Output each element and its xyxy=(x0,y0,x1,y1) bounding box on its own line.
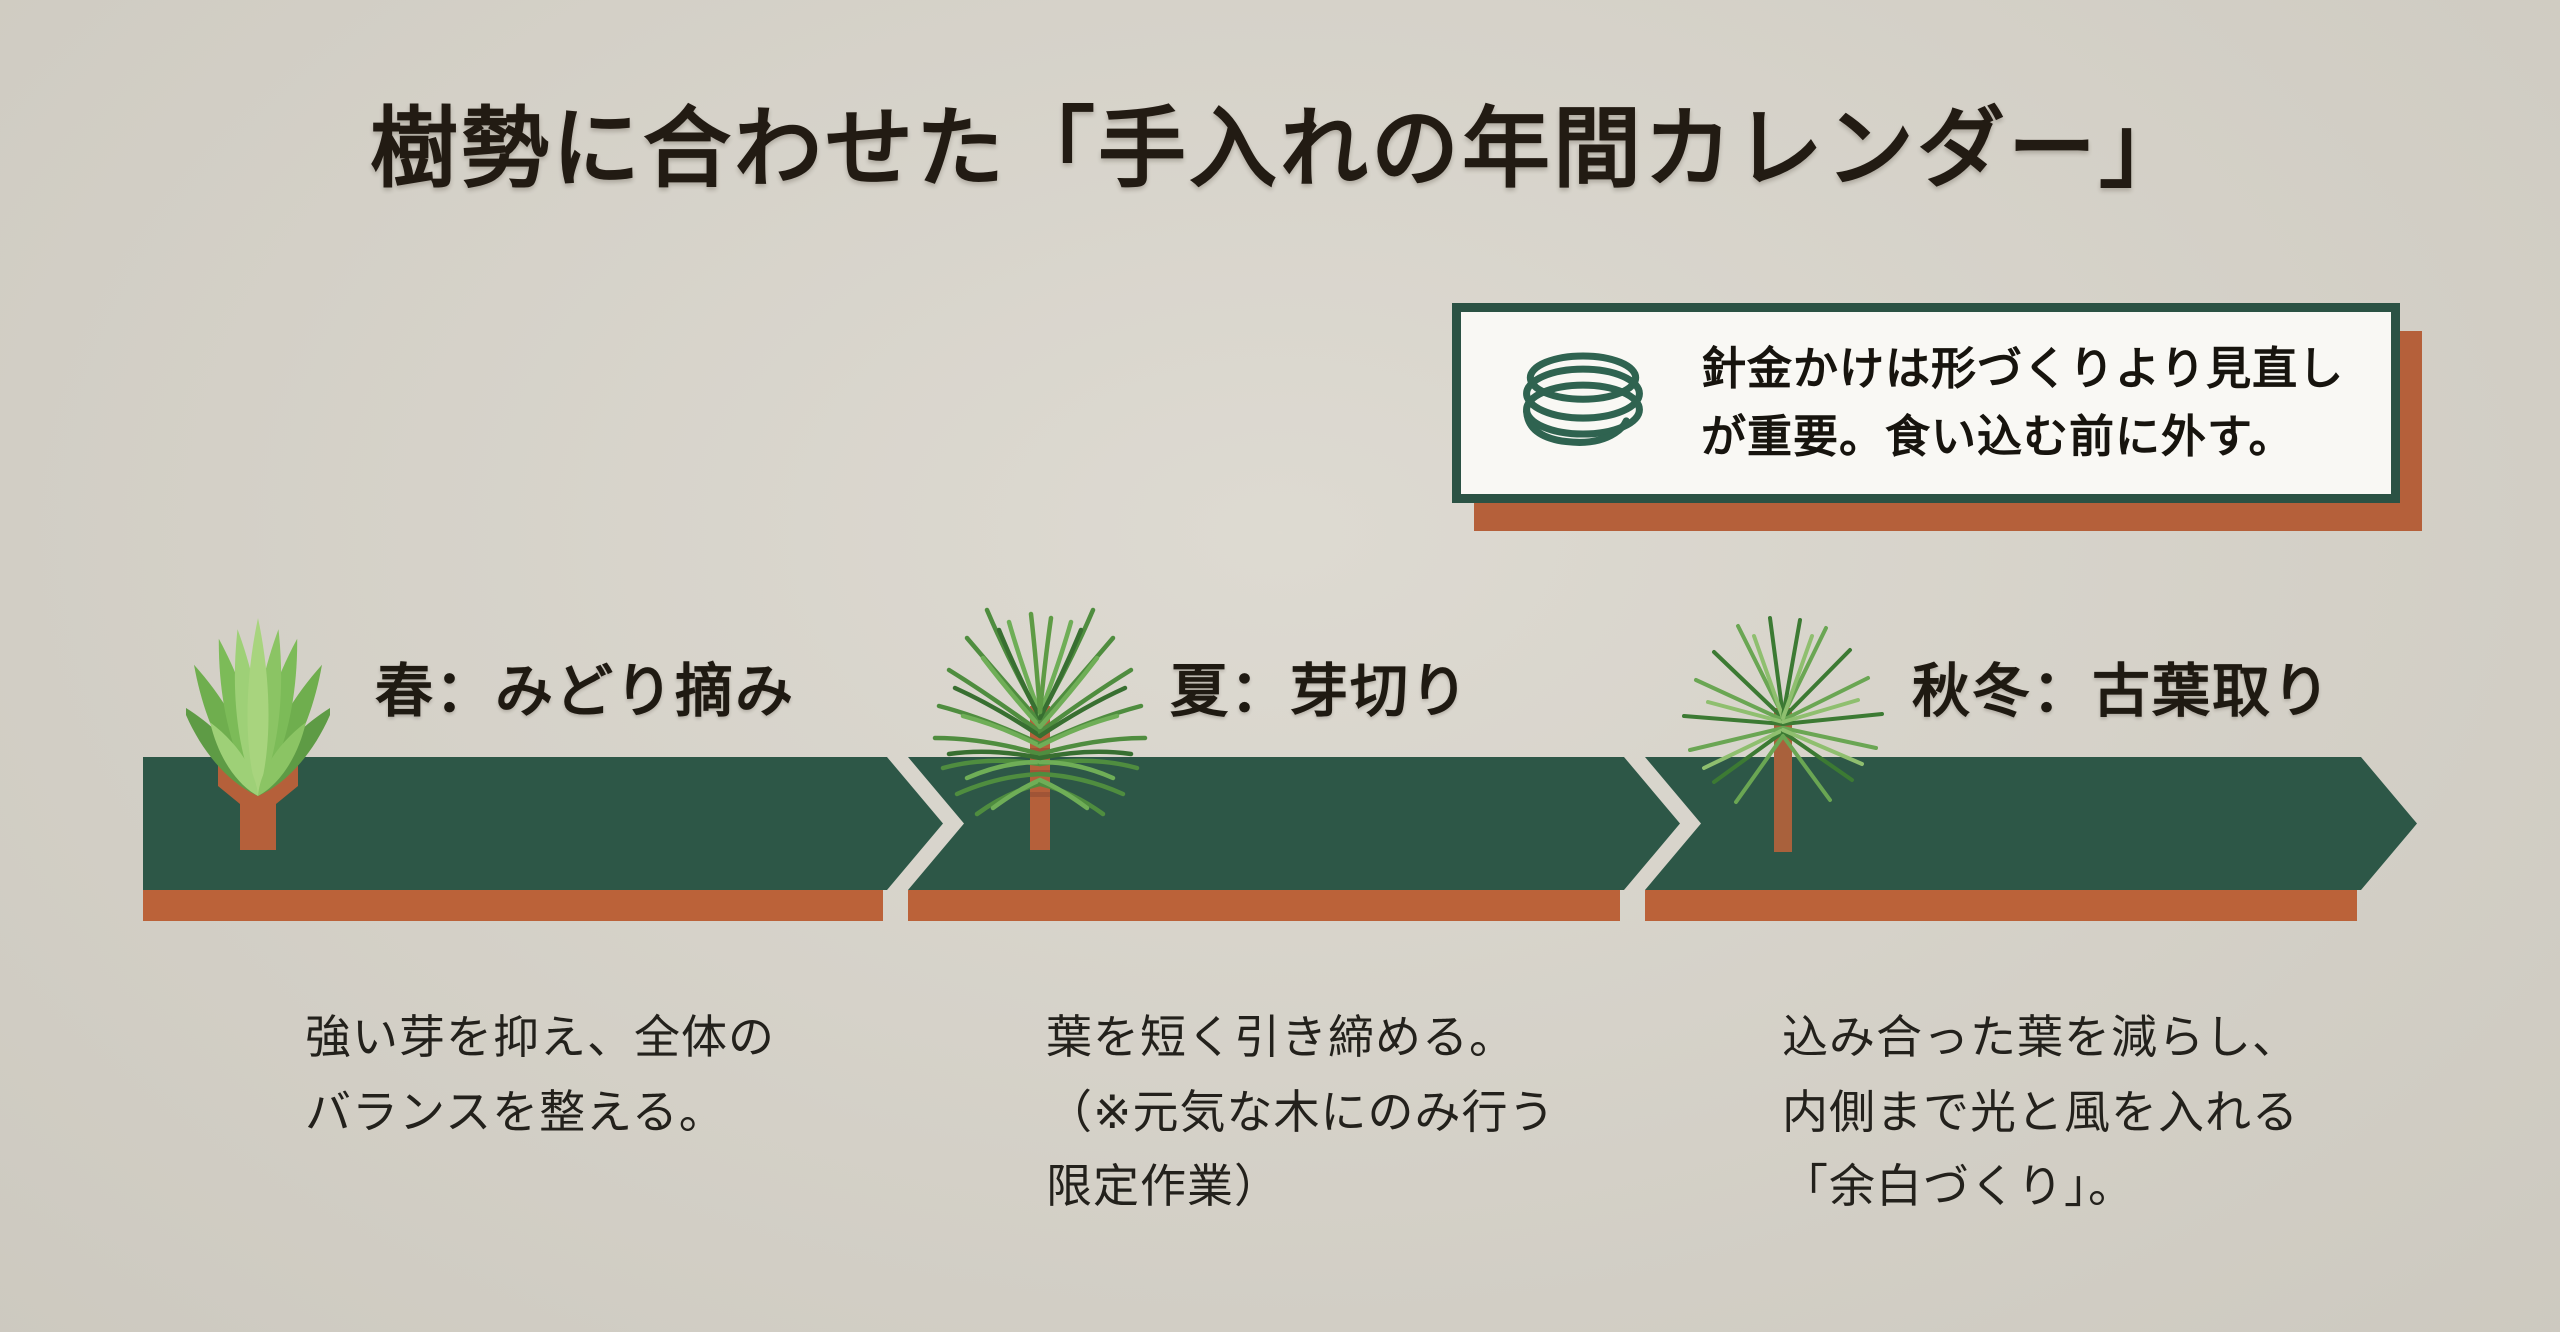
autumn-winter-sparse-pine-icon xyxy=(1682,616,1884,852)
summer-dense-pine-icon xyxy=(932,607,1148,850)
earth-strip-summer xyxy=(908,890,1620,921)
earth-strip-spring xyxy=(143,890,883,921)
page-title: 樹勢に合わせた「手入れの年間カレンダー」 xyxy=(369,102,2190,199)
description-autumn-winter: 込み合った葉を減らし、 内側まで光と風を入れる 「余白づくり」。 xyxy=(1782,1011,2299,1213)
description-spring: 強い芽を抑え、全体の バランスを整える。 xyxy=(305,1011,775,1138)
care-timeline xyxy=(0,757,2560,927)
callout-text: 針金かけは形づくりより見直し が重要。食い込む前に外す。 xyxy=(1701,342,2345,462)
description-summer: 葉を短く引き締める。 （※元気な木にのみ行う 限定作業） xyxy=(1046,1011,1556,1213)
season-label-autumn-winter: 秋冬：古葉取り xyxy=(1912,659,2333,724)
spring-green-bud-icon xyxy=(186,618,330,850)
earth-strip-autumn-winter xyxy=(1645,890,2357,921)
wire-tip-callout: 針金かけは形づくりより見直し が重要。食い込む前に外す。 xyxy=(1452,303,2400,503)
season-label-spring: 春：みどり摘み xyxy=(375,659,796,724)
timeline-arrow-autumn-winter xyxy=(1645,757,2417,890)
wire-coil-icon xyxy=(1523,352,1643,446)
season-label-summer: 夏：芽切り xyxy=(1170,659,1471,724)
